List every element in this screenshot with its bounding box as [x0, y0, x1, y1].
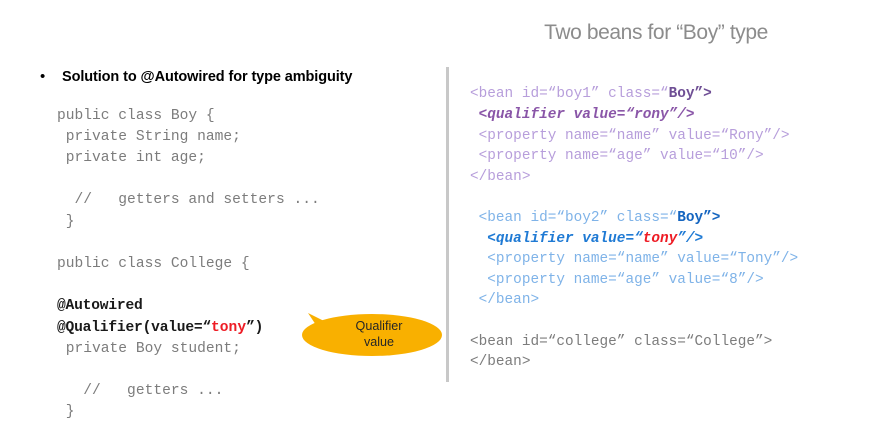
xml-line: <bean id=“boy1” class=“Boy”> — [470, 86, 712, 103]
xml-line: <bean id=“college” class=“College”> — [470, 333, 773, 350]
bullet-heading: • Solution to @Autowired for type ambigu… — [40, 68, 440, 86]
java-code-block: public class Boy { private String name; … — [57, 106, 320, 424]
bullet-dot-icon: • — [40, 68, 46, 85]
xml-line: <property name=“age” value=“8”/> — [470, 271, 764, 288]
bullet-heading-text: Solution to @Autowired for type ambiguit… — [62, 69, 353, 85]
code-line: // getters and setters ... — [57, 192, 320, 209]
code-line — [57, 233, 320, 254]
code-line: @Autowired — [57, 298, 143, 315]
xml-blank-line — [470, 187, 798, 208]
code-line — [57, 275, 320, 296]
xml-line: </bean> — [470, 168, 531, 185]
code-line: public class College { — [57, 255, 250, 272]
xml-line: <bean id=“boy2” class=“Boy”> — [470, 209, 721, 226]
callout-label: Qualifier value — [355, 319, 403, 349]
xml-blank-line — [470, 311, 798, 332]
xml-line: </bean> — [470, 292, 540, 309]
code-line — [57, 169, 320, 190]
code-line: private int age; — [57, 150, 206, 166]
xml-line: <property name=“age” value=“10”/> — [470, 148, 764, 165]
code-line: private Boy student; — [57, 340, 241, 357]
xml-line: <qualifier value=“tony”/> — [470, 230, 704, 247]
callout-shape-icon — [302, 313, 442, 356]
code-line: // getters ... — [57, 383, 224, 400]
code-line: } — [57, 404, 75, 421]
xml-config-block: <bean id=“boy1” class=“Boy”> <qualifier … — [470, 84, 798, 372]
xml-line: <qualifier value=“rony”/> — [470, 106, 695, 123]
xml-line: </bean> — [470, 354, 531, 371]
panel-divider — [446, 67, 449, 382]
left-panel: • Solution to @Autowired for type ambigu… — [0, 0, 446, 439]
right-panel-title: Two beans for “Boy” type — [544, 21, 768, 44]
right-panel: Two beans for “Boy” type <bean id=“boy1”… — [446, 0, 894, 439]
xml-line: <property name=“name” value=“Tony”/> — [470, 251, 799, 268]
code-line — [57, 360, 320, 381]
code-line: } — [57, 213, 75, 230]
code-line: public class Boy { — [57, 107, 215, 124]
code-line: private String name; — [57, 128, 241, 145]
code-line: @Qualifier(value=“tony”) — [57, 319, 264, 336]
xml-line: <property name=“name” value=“Rony”/> — [470, 127, 790, 144]
qualifier-value-callout: Qualifier value — [296, 310, 442, 360]
